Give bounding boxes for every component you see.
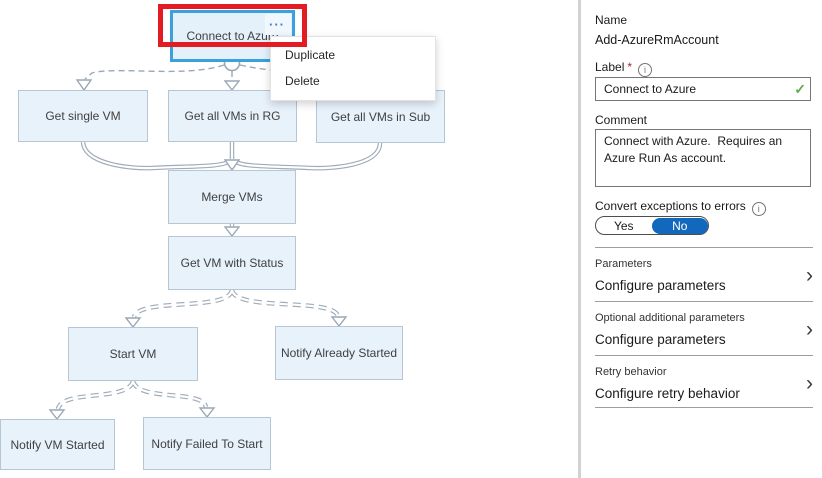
- node-context-menu: Duplicate Delete: [270, 36, 436, 101]
- menu-item-duplicate[interactable]: Duplicate: [285, 48, 336, 62]
- label-field-label: Label*i: [595, 60, 653, 77]
- section-title: Parameters: [595, 258, 652, 270]
- connector-lines: [48, 54, 389, 421]
- section-title: Optional additional parameters: [595, 312, 745, 324]
- section-divider: [595, 355, 813, 356]
- valid-check-icon: ✓: [794, 81, 806, 97]
- node-label: Connect to Azure: [186, 29, 279, 43]
- node-start-vm[interactable]: Start VM: [68, 327, 198, 381]
- section-value: Configure parameters: [595, 278, 726, 293]
- node-label: Start VM: [109, 347, 157, 361]
- node-options-icon[interactable]: ···: [265, 14, 291, 35]
- node-label: Get all VMs in RG: [184, 109, 281, 123]
- comment-textarea[interactable]: Connect with Azure. Requires an Azure Ru…: [595, 129, 811, 187]
- section-value: Configure retry behavior: [595, 386, 740, 401]
- optional-parameters-section[interactable]: Optional additional parameters Configure…: [595, 310, 813, 354]
- toggle-yes-option[interactable]: Yes: [613, 218, 634, 233]
- section-value: Configure parameters: [595, 332, 726, 347]
- node-notify-failed-to-start[interactable]: Notify Failed To Start: [143, 417, 271, 470]
- flowchart-canvas[interactable]: Connect to Azure ··· Get single VM Get a…: [0, 0, 578, 478]
- chevron-right-icon: ›: [806, 318, 813, 341]
- info-icon[interactable]: i: [638, 63, 653, 77]
- name-label: Name: [595, 13, 628, 27]
- activity-properties-panel: Name Add-AzureRmAccount Label*i ✓ Commen…: [595, 0, 813, 478]
- comment-label: Comment: [595, 113, 648, 127]
- convert-exceptions-toggle: Yes No: [595, 216, 709, 235]
- node-label: Get VM with Status: [180, 256, 284, 270]
- node-label: Notify VM Started: [10, 437, 105, 452]
- node-get-vm-with-status[interactable]: Get VM with Status: [168, 236, 296, 290]
- node-notify-already-started[interactable]: Notify Already Started: [275, 326, 403, 380]
- toggle-no-option[interactable]: No: [652, 217, 708, 234]
- node-label: Get single VM: [45, 109, 121, 123]
- node-label: Merge VMs: [201, 190, 263, 204]
- node-label: Get all VMs in Sub: [330, 109, 431, 124]
- section-divider: [595, 407, 813, 408]
- info-icon[interactable]: i: [751, 202, 766, 216]
- node-merge-vms[interactable]: Merge VMs: [168, 170, 296, 224]
- panel-divider: [578, 0, 581, 478]
- node-notify-vm-started[interactable]: Notify VM Started: [0, 419, 115, 470]
- node-label: Notify Already Started: [280, 346, 398, 360]
- label-input[interactable]: [595, 77, 811, 101]
- chevron-right-icon: ›: [806, 264, 813, 287]
- menu-item-delete[interactable]: Delete: [285, 74, 320, 88]
- required-marker: *: [627, 60, 633, 74]
- chevron-right-icon: ›: [806, 372, 813, 395]
- section-title: Retry behavior: [595, 366, 667, 378]
- retry-behavior-section[interactable]: Retry behavior Configure retry behavior …: [595, 364, 813, 408]
- section-divider: [595, 301, 813, 302]
- parameters-section[interactable]: Parameters Configure parameters ›: [595, 256, 813, 300]
- node-label: Notify Failed To Start: [151, 436, 263, 451]
- node-get-single-vm[interactable]: Get single VM: [18, 90, 148, 142]
- name-value: Add-AzureRmAccount: [595, 33, 719, 47]
- section-divider: [595, 247, 813, 248]
